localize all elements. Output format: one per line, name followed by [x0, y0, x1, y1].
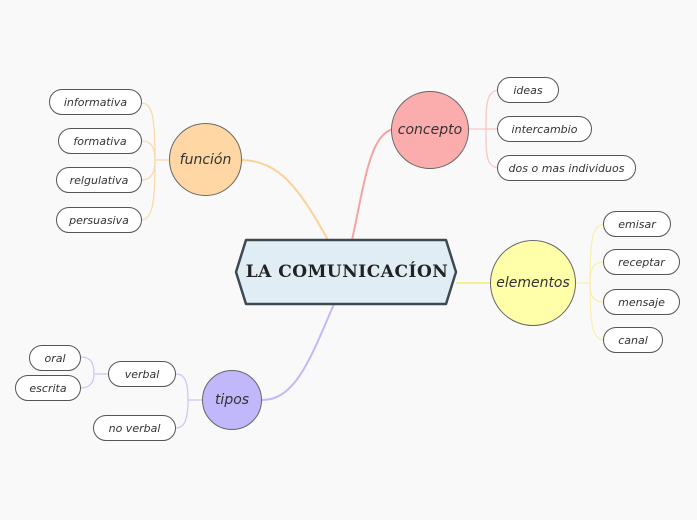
concepto-item-dos-o-mas-individuos[interactable]: dos o mas individuos: [497, 155, 636, 181]
concepto-item-intercambio[interactable]: intercambio: [497, 116, 592, 142]
branch-elementos-label: elementos: [496, 275, 570, 291]
branch-concepto[interactable]: concepto: [391, 91, 469, 169]
funcion-item-formativa[interactable]: formativa: [58, 128, 142, 154]
branch-funcion[interactable]: función: [169, 123, 242, 196]
elementos-item-canal[interactable]: canal: [603, 327, 663, 353]
central-topic-shape: [234, 238, 458, 306]
branch-concepto-label: concepto: [397, 122, 463, 138]
elementos-item-emisar[interactable]: emisar: [603, 211, 671, 237]
branch-funcion-label: función: [179, 151, 232, 168]
branch-tipos[interactable]: tipos: [202, 370, 262, 430]
tipos-connectors: [261, 303, 335, 401]
elementos-item-mensaje[interactable]: mensaje: [603, 289, 680, 315]
funcion-item-informativa[interactable]: informativa: [49, 89, 142, 115]
central-topic[interactable]: LA COMUNICACÍON: [245, 262, 449, 282]
branch-elementos[interactable]: elementos: [490, 240, 576, 326]
funcion-item-relgulativa[interactable]: relgulativa: [56, 167, 142, 193]
elementos-item-receptar[interactable]: receptar: [603, 249, 680, 275]
concepto-connectors: [351, 128, 394, 241]
tipos-item-no-verbal[interactable]: no verbal: [93, 415, 176, 441]
funcion-connectors: [239, 159, 329, 241]
concepto-item-ideas[interactable]: ideas: [497, 77, 559, 103]
branch-tipos-label: tipos: [214, 392, 250, 408]
tipos-item-verbal[interactable]: verbal: [108, 361, 176, 387]
verbal-item-oral[interactable]: oral: [29, 345, 81, 371]
funcion-item-persuasiva[interactable]: persuasiva: [56, 207, 142, 233]
verbal-item-escrita[interactable]: escrita: [15, 375, 81, 401]
